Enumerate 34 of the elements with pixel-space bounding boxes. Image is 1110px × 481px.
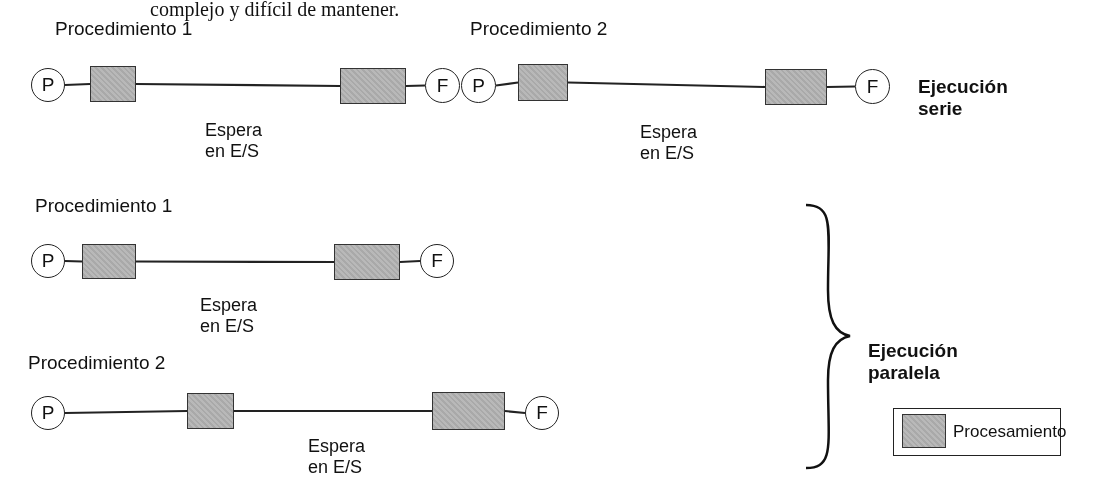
timeline-line (405, 84, 426, 88)
processing-block (432, 392, 505, 430)
circle-node: F (425, 68, 460, 103)
timeline-line (234, 409, 432, 413)
processing-block (518, 64, 568, 101)
timeline-line (65, 409, 187, 415)
timeline-line (136, 260, 334, 264)
processing-block (334, 244, 400, 280)
timeline-line (399, 259, 421, 264)
timeline-line (64, 82, 91, 87)
timeline-line (136, 82, 340, 88)
procedure-label: Procedimiento 2 (28, 352, 166, 374)
body-text: complejo y difícil de mantener. (150, 0, 400, 20)
circle-node: P (461, 68, 496, 103)
circle-node: P (31, 244, 65, 278)
timeline-line (495, 81, 519, 87)
timeline-line (827, 85, 855, 89)
procedure-label: Procedimiento 2 (470, 18, 608, 40)
processing-block (82, 244, 136, 279)
execution-label: Ejecución paralela (868, 340, 959, 384)
procedure-label: Procedimiento 1 (35, 195, 173, 217)
processing-block (765, 69, 827, 105)
processing-block (340, 68, 406, 104)
execution-label: Ejecución serie (918, 76, 1009, 120)
timeline-line (64, 259, 83, 263)
processing-block (90, 66, 136, 102)
timeline-line (504, 409, 526, 415)
circle-node: F (855, 69, 890, 104)
timeline-line (567, 81, 766, 89)
circle-node: P (31, 396, 65, 430)
circle-node: F (525, 396, 559, 430)
circle-node: F (420, 244, 454, 278)
processing-block (187, 393, 234, 429)
circle-node: P (31, 68, 65, 102)
